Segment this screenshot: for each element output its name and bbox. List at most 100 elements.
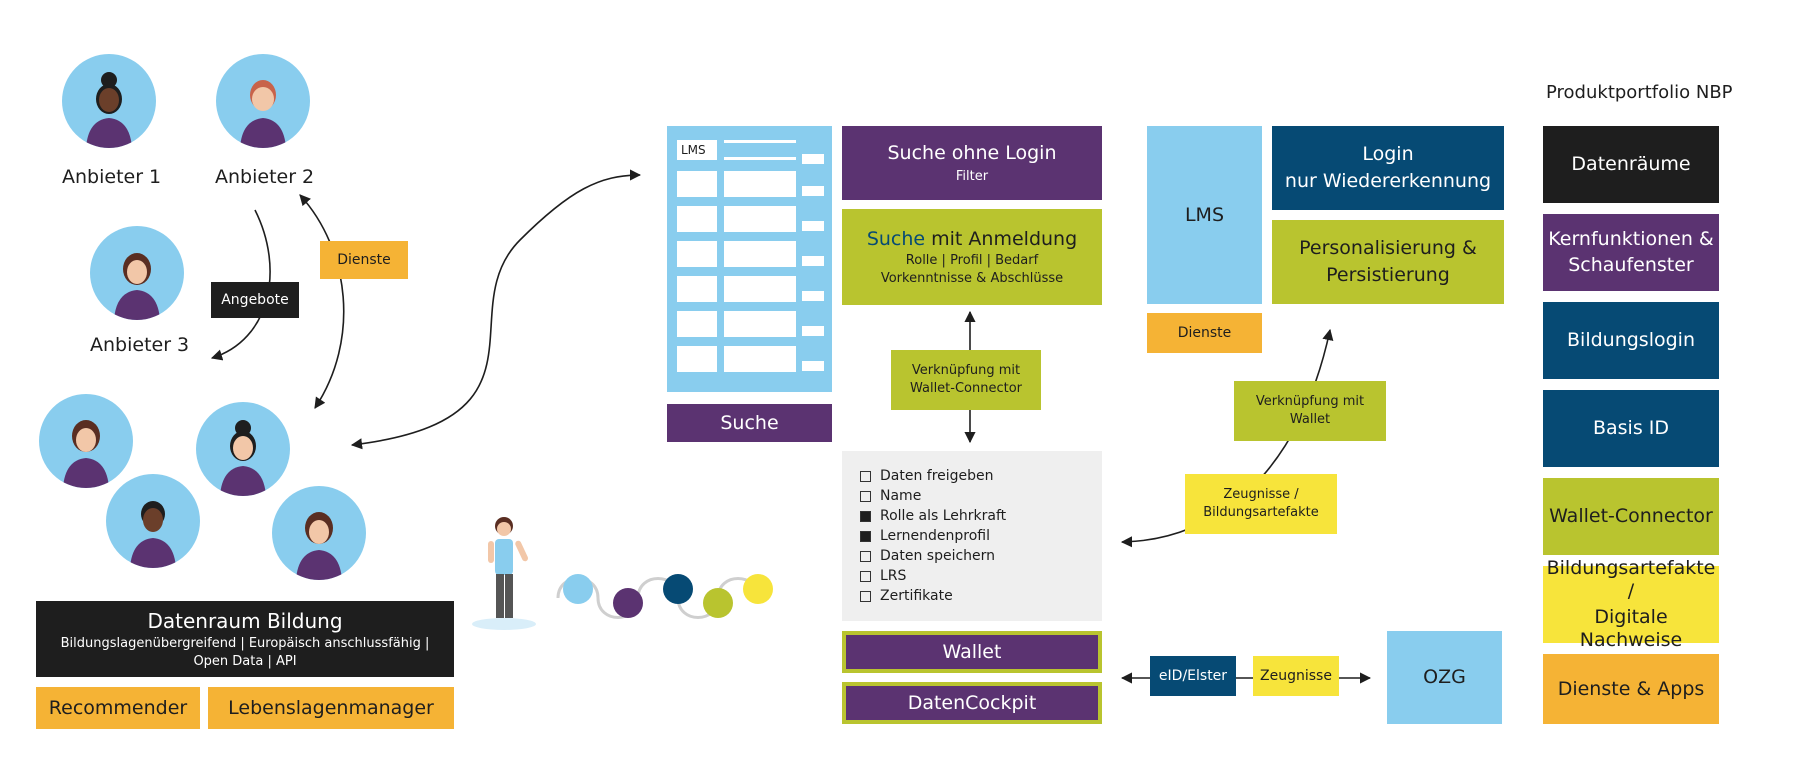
person-icon [240, 80, 286, 148]
suche-mit-anmeldung-box[interactable]: Suche mit Anmeldung Rolle | Profil | Bed… [842, 209, 1102, 305]
lms-search-panel: LMS [667, 126, 832, 392]
avatar-user-4 [272, 486, 366, 580]
suche-ohne-login-box[interactable]: Suche ohne Login Filter [842, 126, 1102, 200]
datenraum-line-2: Open Data | API [193, 653, 297, 669]
portfolio-bildungslogin[interactable]: Bildungslogin [1543, 302, 1719, 379]
checklist-item[interactable]: Daten freigeben [860, 466, 1102, 486]
person-icon [114, 253, 160, 320]
list-row [724, 311, 796, 337]
suche-ohne-title: Suche ohne Login [887, 141, 1057, 164]
woman-figure-icon [472, 517, 536, 630]
person-icon [63, 420, 109, 488]
datenraum-line-1: Bildungslagenübergreifend | Europäisch a… [60, 635, 430, 651]
list-row [724, 206, 796, 232]
list-thumb [677, 346, 717, 372]
checkbox-icon[interactable] [860, 590, 871, 602]
suche-mit-line-1: Rolle | Profil | Bedarf [905, 253, 1039, 269]
recommender-box: Recommender [36, 687, 200, 729]
dienste-tag-left: Dienste [320, 241, 408, 279]
list-thumb [677, 171, 717, 197]
verknuepfung-connector-line-1: Verknüpfung mit [911, 363, 1021, 379]
person-icon [220, 420, 266, 496]
list-row [724, 241, 796, 267]
zeugnisse-tag: Zeugnisse [1253, 656, 1339, 696]
list-thumb [677, 311, 717, 337]
list-thumb [677, 276, 717, 302]
wallet-button[interactable]: Wallet [842, 631, 1102, 673]
suche-mit-title-rest: mit Anmeldung [925, 227, 1078, 250]
dienste-tag-right: Dienste [1147, 313, 1262, 353]
checkbox-icon[interactable] [860, 550, 871, 562]
suche-mit-title-accent: Suche [866, 227, 926, 250]
eid-elster-tag: eID/Elster [1150, 656, 1236, 696]
verknuepfung-connector-box: Verknüpfung mit Wallet-Connector [891, 350, 1041, 410]
login-line-2: nur Wiedererkennung [1284, 170, 1492, 192]
suche-mit-line-2: Vorkenntnisse & Abschlüsse [880, 270, 1064, 286]
avatar-user-3 [106, 474, 200, 568]
avatar-user-1 [39, 394, 133, 488]
list-row [724, 276, 796, 302]
datencockpit-button[interactable]: DatenCockpit [842, 682, 1102, 724]
portfolio-title: Produktportfolio NBP [1546, 82, 1733, 103]
checkbox-checked-icon[interactable] [860, 530, 871, 542]
verknuepfung-wallet-box: Verknüpfung mit Wallet [1234, 381, 1386, 441]
portfolio-dienste-apps[interactable]: Dienste & Apps [1543, 654, 1719, 724]
anbieter-3-label: Anbieter 3 [90, 334, 190, 356]
avatar-anbieter-2 [216, 54, 310, 148]
verknuepfung-wallet-line-2: Wallet [1289, 412, 1331, 427]
portfolio-bildungsartefakte[interactable]: Bildungsartefakte / Digitale Nachweise [1543, 557, 1719, 651]
portfolio-datenraeume[interactable]: Datenräume [1543, 126, 1719, 203]
dienste-arrow [299, 194, 345, 409]
list-thumb [677, 241, 717, 267]
checkbox-icon[interactable] [860, 470, 871, 482]
anbieter-1-label: Anbieter 1 [62, 166, 162, 188]
list-tag [802, 256, 824, 266]
checkbox-icon[interactable] [860, 570, 871, 582]
checklist-item[interactable]: Rolle als Lehrkraft [860, 506, 1102, 526]
list-row [724, 346, 796, 372]
list-lines [724, 140, 796, 160]
angebote-tag: Angebote [211, 282, 299, 318]
personalisierung-line-2: Persistierung [1326, 264, 1450, 286]
portfolio-kernfunktionen[interactable]: Kernfunktionen & Schaufenster [1543, 214, 1719, 291]
person-icon [130, 501, 176, 568]
list-tag [802, 154, 824, 164]
person-icon [296, 512, 342, 580]
list-thumb [677, 206, 717, 232]
list-tag [802, 291, 824, 301]
checklist-item[interactable]: Zertifikate [860, 586, 1102, 606]
portfolio-basis-id[interactable]: Basis ID [1543, 390, 1719, 467]
login-box[interactable]: Login nur Wiedererkennung [1272, 126, 1504, 210]
checklist-item[interactable]: Name [860, 486, 1102, 506]
checklist-item[interactable]: Daten speichern [860, 546, 1102, 566]
login-line-1: Login [1362, 143, 1414, 166]
datenraum-title: Datenraum Bildung [147, 608, 343, 633]
lms-box: LMS [1147, 126, 1262, 304]
checkbox-icon[interactable] [860, 490, 871, 502]
person-icon [86, 72, 132, 148]
list-row [724, 171, 796, 197]
s-curve-arrow [350, 169, 642, 450]
list-tag [802, 221, 824, 231]
portfolio-wallet-connector[interactable]: Wallet-Connector [1543, 478, 1719, 555]
checkbox-checked-icon[interactable] [860, 510, 871, 522]
zeugnisse-artefakte-line-2: Bildungsartefakte [1203, 505, 1319, 520]
list-tag [802, 186, 824, 196]
list-tag [802, 361, 824, 371]
color-dots-icon [556, 574, 773, 619]
avatar-anbieter-3 [90, 226, 184, 320]
checklist-item[interactable]: Lernendenprofil [860, 526, 1102, 546]
lms-panel-label: LMS [677, 140, 717, 160]
suche-mit-title: Suche mit Anmeldung [867, 228, 1077, 251]
avatar-anbieter-1 [62, 54, 156, 148]
zeugnisse-artefakte-line-1: Zeugnisse / [1223, 487, 1299, 503]
verknuepfung-connector-line-2: Wallet-Connector [909, 381, 1023, 396]
avatar-user-2 [196, 402, 290, 496]
consent-checklist: Daten freigeben Name Rolle als Lehrkraft… [842, 451, 1102, 621]
anbieter-2-label: Anbieter 2 [215, 166, 315, 188]
zeugnisse-artefakte-box: Zeugnisse / Bildungsartefakte [1185, 474, 1337, 534]
checklist-item[interactable]: LRS [860, 566, 1102, 586]
datenraum-bildung-box: Datenraum Bildung Bildungslagenübergreif… [36, 601, 454, 677]
suche-button[interactable]: Suche [667, 404, 832, 442]
list-tag [802, 326, 824, 336]
